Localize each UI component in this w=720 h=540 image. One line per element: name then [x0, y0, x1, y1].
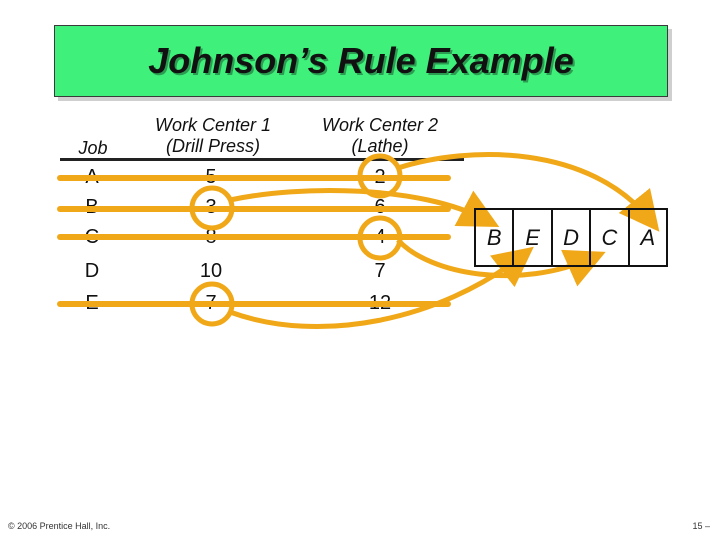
copyright: © 2006 Prentice Hall, Inc.	[8, 521, 111, 531]
row-d-wc2: 7	[374, 260, 386, 282]
header-wc1-line1: Work Center 1	[154, 115, 272, 135]
sequence-slot-5: A	[640, 224, 656, 250]
value-circles	[189, 153, 403, 327]
circle-b-wc1	[189, 185, 235, 231]
header-work-center-1: Work Center 1 (Drill Press)	[135, 115, 291, 157]
arrow-b-to-seq	[229, 187, 500, 228]
header-wc2-line2: (Lathe)	[351, 136, 409, 156]
arrows	[229, 152, 660, 329]
slide-title: Johnson’s Rule Example	[148, 40, 574, 81]
header-wc1-line2: (Drill Press)	[166, 136, 260, 156]
header-job: Job	[78, 138, 108, 158]
header-work-center-2: Work Center 2 (Lathe)	[302, 115, 458, 157]
header-divider	[60, 158, 464, 161]
title-box: Johnson’s Rule Example	[54, 25, 668, 97]
row-d-wc1: 10	[199, 260, 223, 282]
sequence-slot-1: B	[476, 210, 515, 265]
job-sequence: B E D C A	[474, 208, 668, 267]
sequence-slot-2: E	[514, 210, 553, 265]
sequence-slot-3: D	[553, 210, 592, 265]
arrow-a-to-seq	[397, 152, 660, 232]
arrow-e-to-seq	[229, 246, 534, 329]
circle-e-wc1	[189, 281, 235, 327]
header-wc2-line1: Work Center 2	[321, 115, 439, 135]
circle-a-wc2	[357, 153, 403, 199]
row-d-job: D	[84, 260, 100, 282]
arrow-c-to-seq	[396, 238, 606, 287]
strike-lines	[57, 175, 451, 307]
page-number: 15 –	[692, 521, 710, 531]
sequence-slot-4: C	[591, 210, 630, 265]
circle-c-wc2	[357, 215, 403, 261]
